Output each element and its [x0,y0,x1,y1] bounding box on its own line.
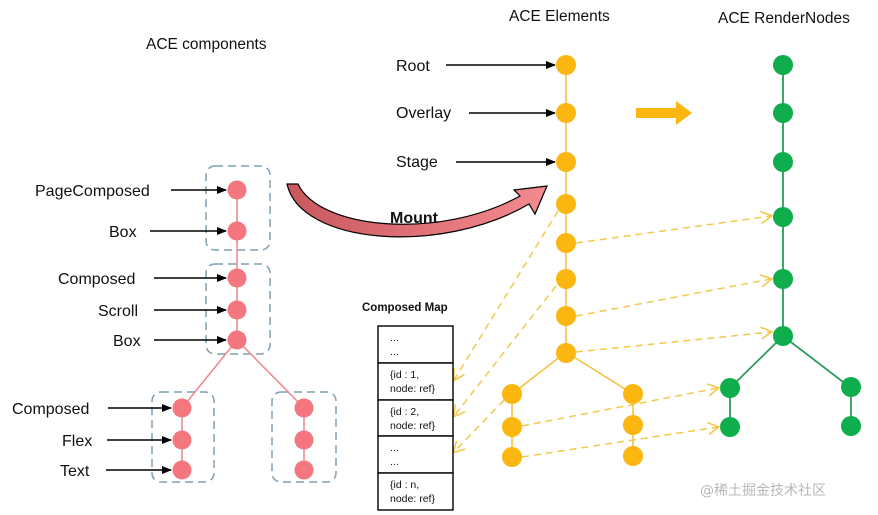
label-overlay: Overlay [396,105,451,122]
element-to-render-links [521,210,774,458]
render-edge [729,335,784,389]
composed-map-cell: {id : 2, node: ref} [377,399,454,437]
component-node-composed [172,398,192,418]
element-node [623,384,643,404]
component-node-box [227,221,247,241]
component-node-flex [172,430,192,450]
transform-arrow-icon [636,101,692,125]
composed-map-cell-line2: node: ref} [390,493,435,505]
render-edge [782,335,852,389]
dashed-link [452,399,505,454]
element-edge [511,351,567,395]
composed-map: Composed Map ......{id : 1,node: ref}{id… [362,302,454,511]
dashed-link [452,210,559,383]
component-node-composed [227,268,247,288]
component-edge [236,339,305,409]
elements-title: ACE Elements [509,8,610,25]
group-left-child [151,391,215,483]
element-node [556,233,576,253]
label-composed: Composed [12,401,89,418]
element-node [556,306,576,326]
composed-map-cell-line1: {id : 2, [390,406,419,418]
mount-arrow: Mount [286,183,548,238]
element-node [502,417,522,437]
components-tree: PageComposed Box Composed Scroll Box Com… [12,165,337,483]
composed-map-cell-box [377,399,454,437]
element-node-overlay [556,103,576,123]
composed-map-cell-line1: {id : n, [390,479,419,491]
element-node [623,446,643,466]
component-node-page-composed [227,180,247,200]
mount-label: Mount [390,210,439,227]
composed-map-cell: {id : 1, node: ref} [377,362,454,401]
component-node [294,398,314,418]
element-node [502,384,522,404]
element-node [556,269,576,289]
watermark: @稀土掘金技术社区 [700,483,826,499]
dashed-link [575,326,774,353]
composed-map-cell-line2: ... [390,346,399,358]
element-node [556,343,576,363]
render-node [720,378,740,398]
composed-map-cell: {id : n, node: ref} [377,472,454,511]
component-edge [181,339,238,409]
label-scroll: Scroll [98,303,138,320]
composed-map-cell-line1: {id : 1, [390,369,419,381]
composed-map-cell-line1: ... [390,442,399,454]
element-node [502,447,522,467]
group-scroll [205,263,271,355]
component-node-scroll [227,300,247,320]
composed-map-cell-line1: ... [390,332,399,344]
composed-map-title: Composed Map [362,302,448,314]
group-page [205,165,271,251]
element-node-stage [556,152,576,172]
element-node-root [556,55,576,75]
element-node [556,194,576,214]
render-node [773,55,793,75]
dashed-link [521,383,721,427]
render-node [773,103,793,123]
label-box: Box [113,333,141,350]
label-page-composed: PageComposed [35,183,150,200]
component-node-box [227,330,247,350]
element-node [623,415,643,435]
component-node [294,460,314,480]
dashed-link [575,210,774,244]
composed-map-cell-box [377,362,454,401]
element-edge [565,351,634,395]
render-node [720,417,740,437]
dashed-link [521,421,721,458]
render-nodes-tree [720,55,861,437]
composed-map-cell-box [377,325,454,364]
dashed-link [575,274,774,317]
label-box: Box [109,224,137,241]
label-stage: Stage [396,154,438,171]
render-node [841,377,861,397]
render-node [773,326,793,346]
render-node [773,269,793,289]
label-composed: Composed [58,271,135,288]
element-to-map-links [452,210,559,454]
composed-map-cell-box [377,472,454,511]
component-node-text [172,460,192,480]
components-title: ACE components [146,36,267,53]
label-root: Root [396,58,430,75]
composed-map-cell-box [377,435,454,474]
curved-arrow-icon [286,183,548,238]
label-flex: Flex [62,433,92,450]
render-node [773,207,793,227]
label-text: Text [60,463,90,480]
dashed-link [452,285,557,419]
render-nodes-title: ACE RenderNodes [718,10,850,27]
render-node [841,416,861,436]
render-node [773,152,793,172]
composed-map-cell: ...... [377,435,454,474]
composed-map-cell-line2: node: ref} [390,420,435,432]
composed-map-cell-line2: node: ref} [390,383,435,395]
component-node [294,430,314,450]
group-right-child [271,391,337,483]
composed-map-cell-line2: ... [390,456,399,468]
composed-map-cell: ...... [377,325,454,364]
elements-tree: Root Overlay Stage [396,55,643,467]
